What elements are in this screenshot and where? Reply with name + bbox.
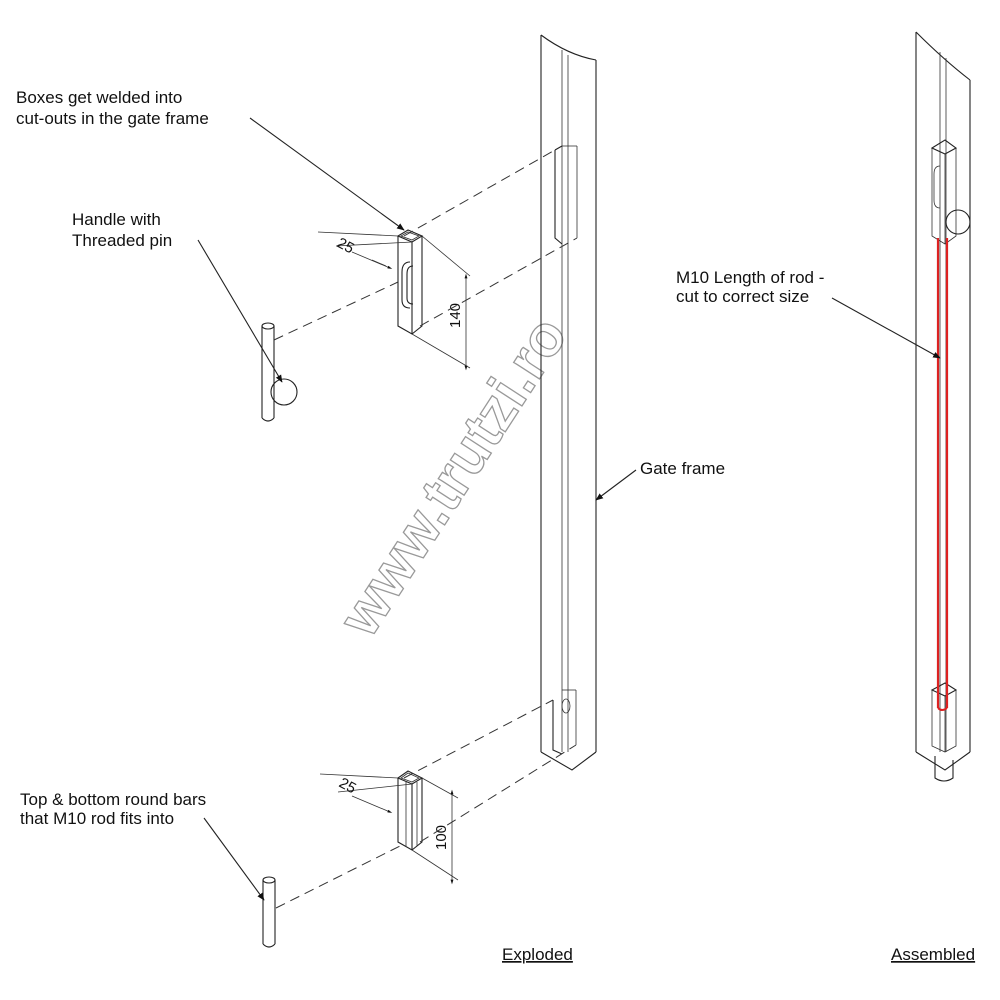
boxes-label-line1: Boxes get welded into	[16, 88, 182, 107]
bottom-width-dim: 25	[336, 775, 359, 798]
bottom-welded-box	[396, 770, 424, 851]
rod-label-line2: cut to correct size	[676, 287, 809, 306]
label-boxes: Boxes get welded into cut-outs in the ga…	[16, 88, 405, 231]
handle-threaded-pin	[261, 322, 298, 422]
top-welded-box	[396, 229, 424, 335]
bars-label-line2: that M10 rod fits into	[20, 809, 174, 828]
rod-label-line1: M10 Length of rod -	[676, 268, 824, 287]
gate-frame-label: Gate frame	[640, 459, 725, 478]
assembled-caption: Assembled	[891, 945, 975, 964]
label-gate-frame: Gate frame	[595, 459, 725, 501]
bottom-box-dimensions: 25 100	[319, 773, 459, 885]
m10-rod	[936, 238, 949, 711]
bottom-round-bar	[262, 876, 276, 948]
explode-lines	[273, 149, 578, 909]
exploded-caption: Exploded	[502, 945, 573, 964]
gate-frame-assembled	[915, 31, 971, 782]
watermark: www.trutzi.ro	[326, 305, 580, 647]
gate-frame-exploded	[540, 34, 597, 771]
top-box-dimensions: 25 140	[317, 231, 471, 371]
bars-label-line1: Top & bottom round bars	[20, 790, 206, 809]
label-bars: Top & bottom round bars that M10 rod fit…	[20, 790, 265, 901]
handle-label-line2: Threaded pin	[72, 231, 172, 250]
top-height-dim: 140	[447, 303, 464, 328]
label-rod: M10 Length of rod - cut to correct size	[676, 268, 941, 359]
label-handle: Handle with Threaded pin	[72, 210, 283, 383]
handle-label-line1: Handle with	[72, 210, 161, 229]
boxes-label-line2: cut-outs in the gate frame	[16, 109, 209, 128]
top-width-dim: 25	[334, 235, 357, 258]
